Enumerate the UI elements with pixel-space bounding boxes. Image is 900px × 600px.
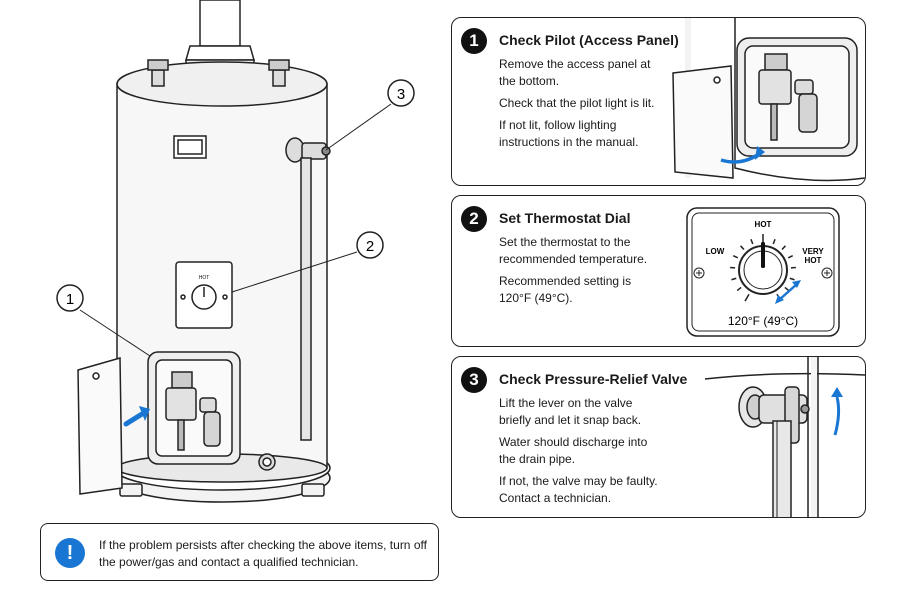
dial-tick	[787, 255, 794, 259]
thermostat-dial-illustration: HOT LOW VERY HOT 120°F (49°C)	[686, 207, 840, 337]
dial-label-very-hot: HOT	[805, 256, 822, 265]
notice-text: If the problem persists after checking t…	[99, 538, 427, 569]
step-instructions: Remove the access panel at the bottom. C…	[499, 56, 659, 156]
instruction-line: Remove the access panel at the bottom.	[499, 57, 651, 88]
step-title: Check Pilot (Access Panel)	[499, 32, 679, 48]
callout-2: 2	[356, 231, 384, 259]
callout-3: 3	[387, 79, 415, 107]
dial-tick	[744, 293, 750, 302]
step-card-thermostat: 2 Set Thermostat Dial Set the thermostat…	[451, 195, 866, 347]
instruction-line: If not, the valve may be faulty. Contact…	[499, 474, 658, 505]
removed-access-panel	[77, 357, 123, 495]
dial-tick	[784, 286, 790, 292]
svg-text:3: 3	[397, 86, 405, 103]
step-number-badge: 2	[461, 206, 487, 232]
dial-tick	[772, 239, 776, 245]
water-heater-illustration: HOT 1 2 3	[56, 0, 415, 503]
step-title: Set Thermostat Dial	[499, 210, 631, 226]
relief-valve-illustration	[704, 357, 865, 517]
instruction-line: If not lit, follow lighting instructions…	[499, 118, 639, 149]
recommended-temperature: 120°F (49°C)	[728, 314, 798, 328]
instruction-line: Recommended setting is 120°F (49°C).	[499, 274, 632, 305]
instruction-line: Lift the lever on the valve briefly and …	[499, 396, 642, 427]
svg-text:1: 1	[66, 291, 74, 308]
dial-label-hot: HOT	[755, 220, 772, 229]
dial-tick	[750, 239, 754, 245]
access-panel-illustration	[672, 18, 865, 182]
dial-tick	[740, 245, 745, 250]
step-card-check-pilot: 1 Check Pilot (Access Panel) Remove the …	[451, 17, 866, 186]
technician-notice: ! If the problem persists after checking…	[40, 523, 439, 581]
instruction-line: Check that the pilot light is lit.	[499, 96, 655, 110]
svg-text:2: 2	[366, 238, 374, 255]
flue-pipe	[185, 0, 255, 71]
dial-tick	[781, 245, 786, 250]
dial-tick	[732, 255, 739, 259]
instruction-line: Water should discharge into the drain pi…	[499, 435, 648, 466]
dial-tick	[731, 277, 737, 281]
callout-1: 1	[56, 284, 84, 312]
heater-dial-label: HOT	[199, 275, 210, 281]
access-opening	[147, 351, 241, 465]
dial-tick	[736, 286, 742, 292]
dial-tick	[789, 277, 795, 281]
dial-label-very: VERY	[802, 247, 824, 256]
drain-valve	[258, 453, 276, 471]
step-number-badge: 1	[461, 28, 487, 54]
relief-valve	[285, 137, 331, 441]
insert-arrow	[123, 411, 145, 427]
step-card-relief-valve: 3 Check Pressure-Relief Valve Lift the l…	[451, 356, 866, 518]
thermostat-panel	[175, 261, 233, 329]
dial-label-low: LOW	[706, 247, 725, 256]
exclamation-icon: !	[55, 538, 85, 568]
step-title: Check Pressure-Relief Valve	[499, 371, 688, 387]
step-number-badge: 3	[461, 367, 487, 393]
step-instructions: Set the thermostat to the recommended te…	[499, 234, 659, 312]
step-instructions: Lift the lever on the valve briefly and …	[499, 395, 659, 512]
instruction-line: Set the thermostat to the recommended te…	[499, 235, 648, 266]
